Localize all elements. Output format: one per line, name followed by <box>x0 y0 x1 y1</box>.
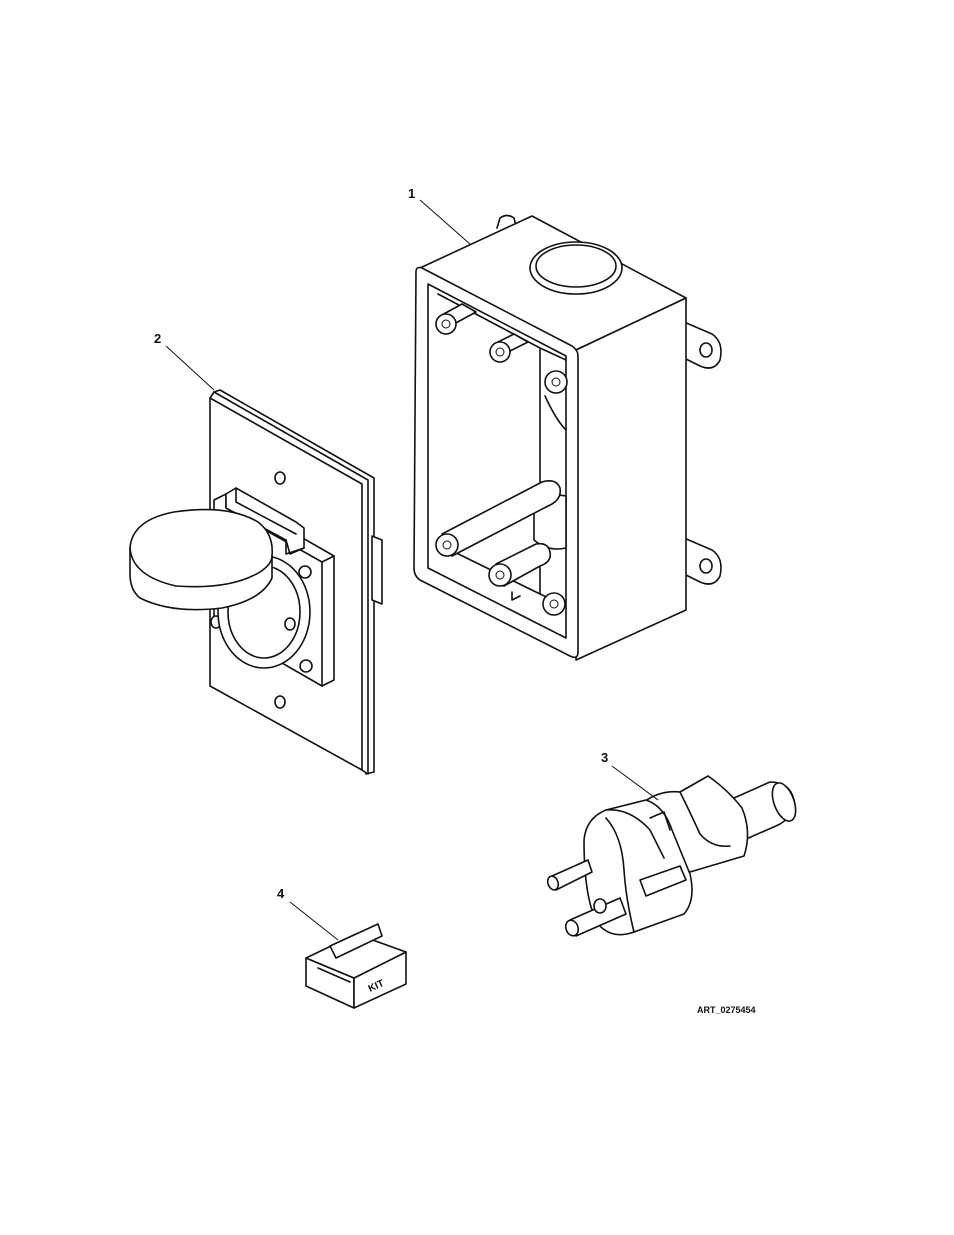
callout-number-4: 4 <box>277 886 285 901</box>
callout-3: 3 <box>601 750 658 800</box>
electrical-box <box>414 216 721 661</box>
leader-line-2 <box>166 346 214 390</box>
callout-number-3: 3 <box>601 750 608 765</box>
boss-bottom-right <box>543 593 565 615</box>
callout-4: 4 <box>277 886 338 940</box>
receptacle-plate <box>130 390 382 774</box>
art-number: ART_0275454 <box>697 1005 756 1015</box>
boss-top-right <box>545 371 567 393</box>
callout-2: 2 <box>154 331 214 390</box>
leader-line-1 <box>420 200 470 244</box>
leader-line-3 <box>612 766 658 800</box>
callout-number-2: 2 <box>154 331 161 346</box>
callout-1: 1 <box>408 186 470 244</box>
leader-line-4 <box>290 902 338 940</box>
kit-box: KIT <box>306 924 406 1008</box>
callout-number-1: 1 <box>408 186 415 201</box>
plug <box>546 776 800 938</box>
